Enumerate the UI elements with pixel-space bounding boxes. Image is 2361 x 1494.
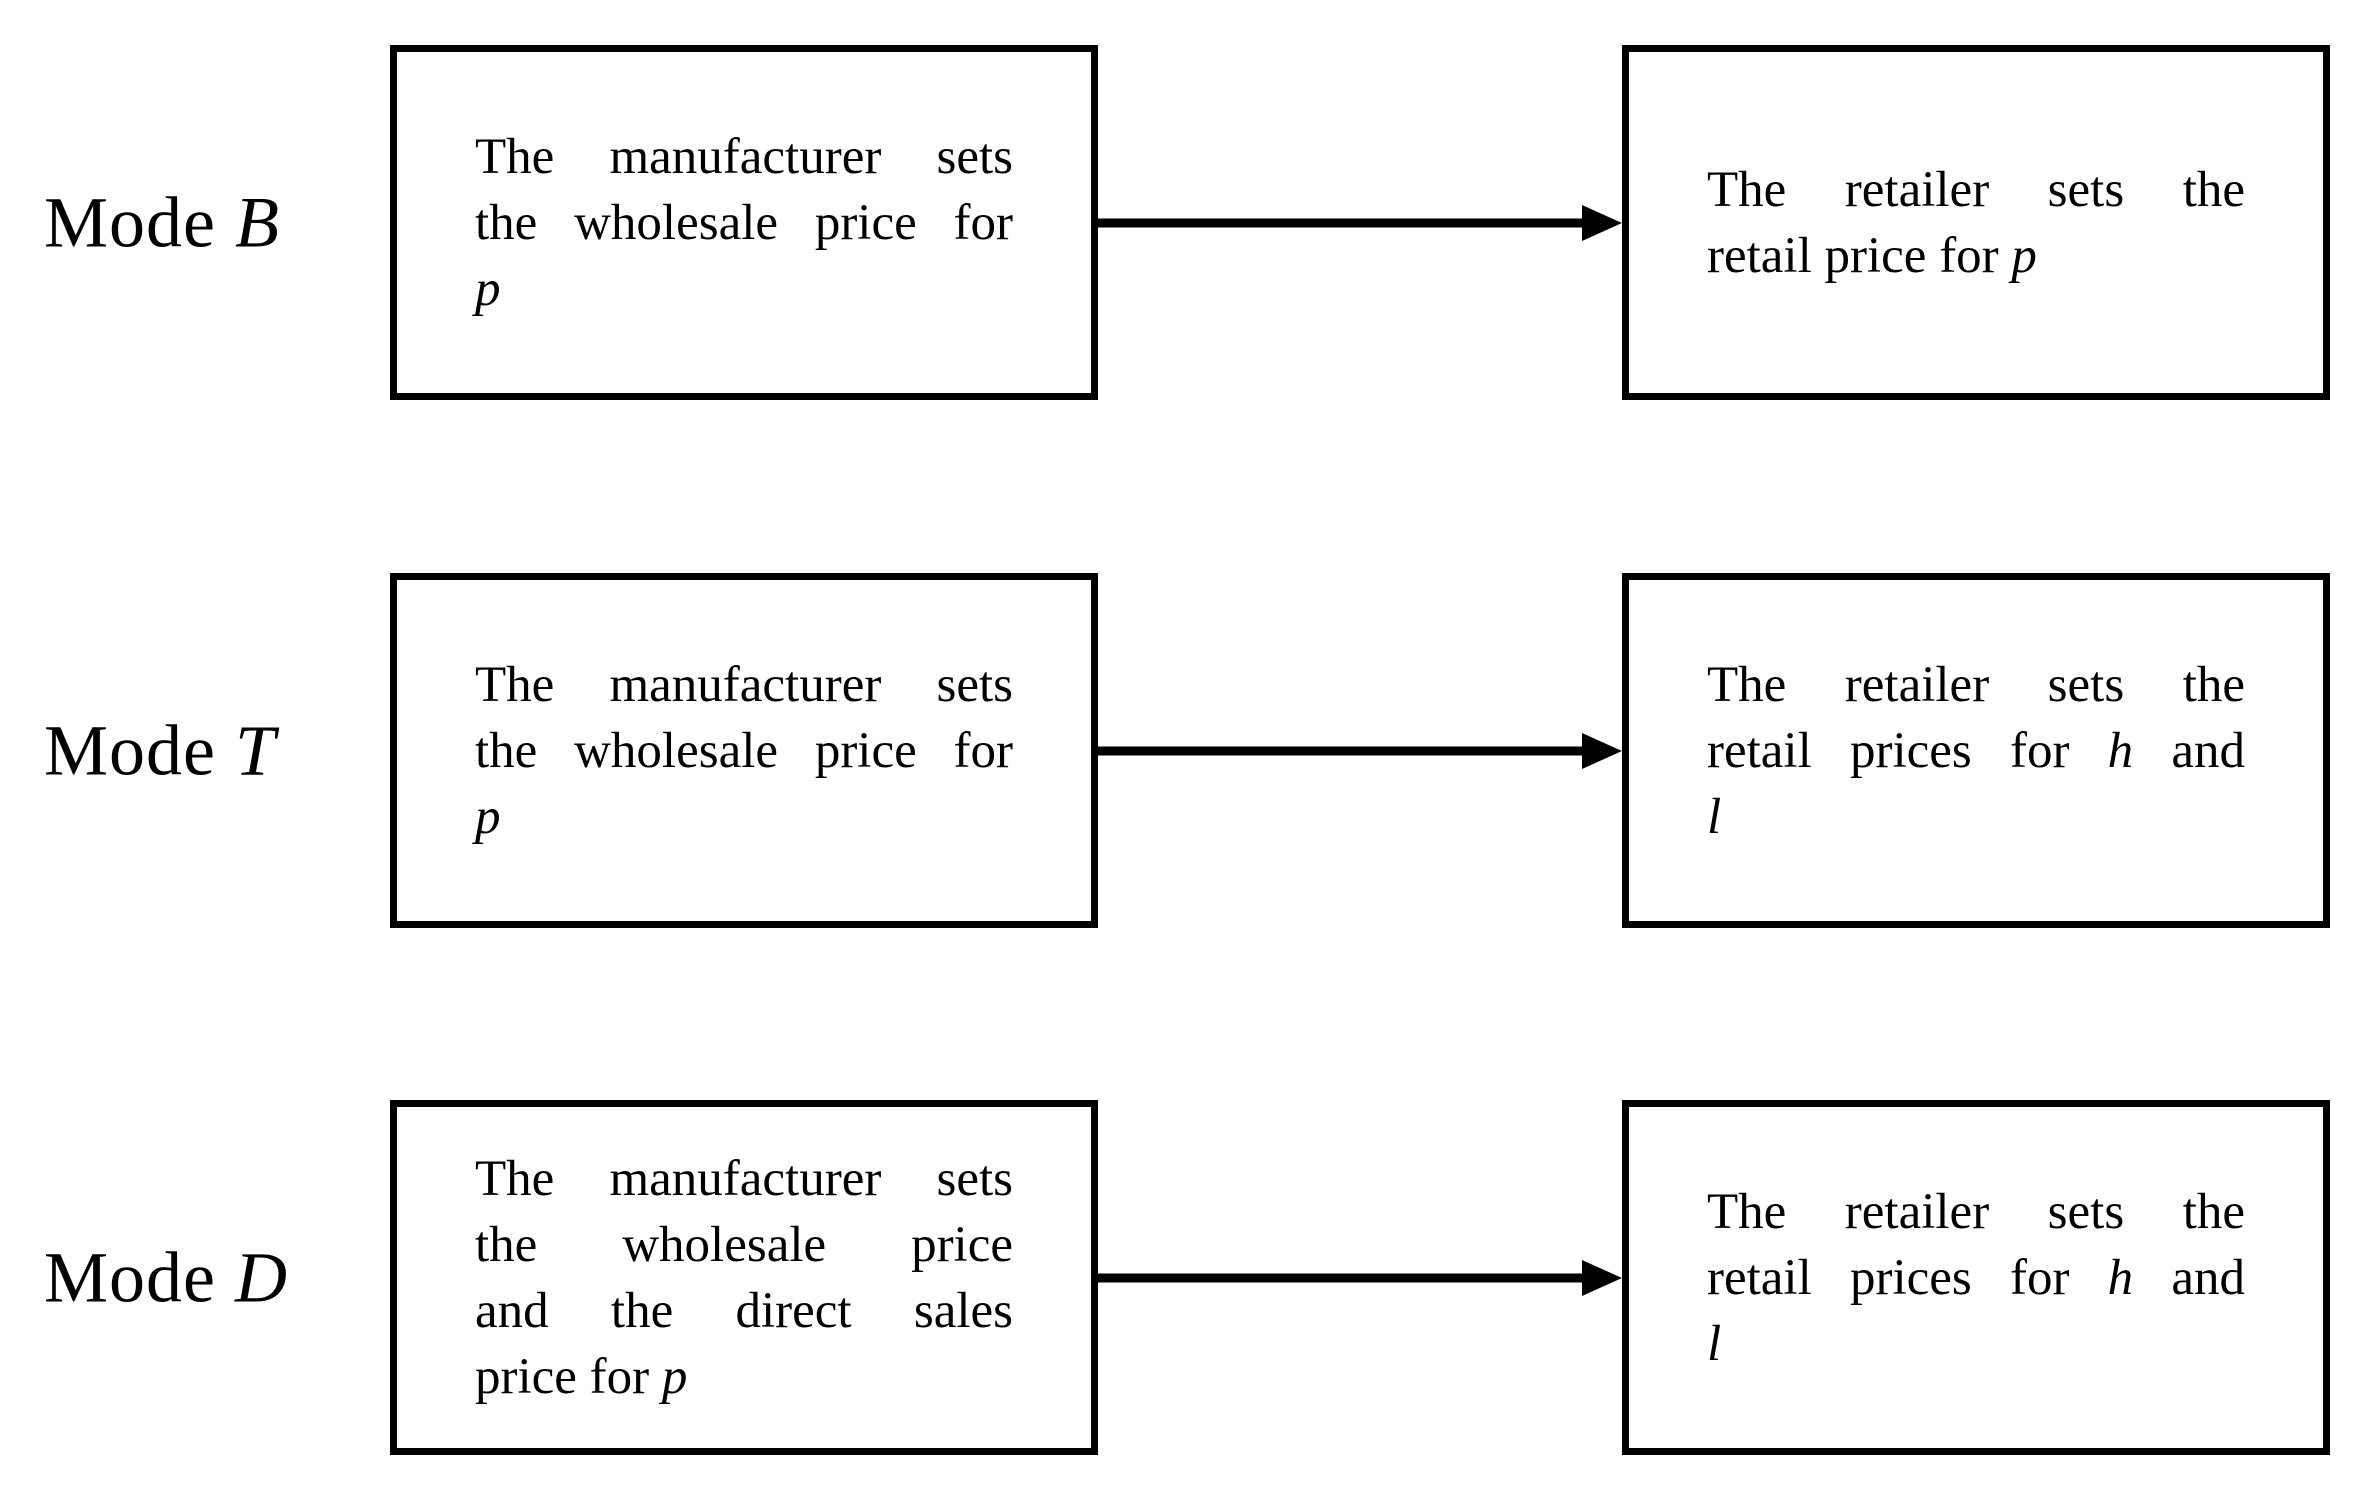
math-variable: h [2107, 1249, 2134, 1306]
text-line: and the direct sales [475, 1282, 1013, 1339]
mode-t-label: Mode T [44, 710, 277, 790]
arrow-shaft [1097, 218, 1592, 227]
mode-t-row: Mode T The manufacturer sets the wholesal… [0, 573, 2361, 928]
text-line: retail prices for h and [1707, 722, 2245, 779]
text-line: p [475, 784, 1013, 850]
math-variable: p [661, 1348, 688, 1405]
text-line: price for p [475, 1348, 688, 1405]
text-line: The retailer sets the [1707, 161, 2245, 218]
text-line: the wholesale price for [475, 722, 1013, 779]
mode-d-retailer-box: The retailer sets the retail prices for h… [1622, 1100, 2330, 1455]
text-line: The manufacturer sets [475, 1150, 1013, 1207]
math-variable: p [475, 260, 501, 317]
mode-b-row: Mode B The manufacturer sets the wholesal… [0, 45, 2361, 400]
math-variable: l [1707, 788, 1722, 845]
mode-d-manufacturer-text: The manufacturer sets the wholesale price… [397, 1146, 1091, 1410]
mode-d-manufacturer-box: The manufacturer sets the wholesale price… [390, 1100, 1098, 1455]
math-variable: p [475, 788, 501, 845]
text-line: The manufacturer sets [475, 128, 1013, 185]
mode-b-manufacturer-text: The manufacturer sets the wholesale price… [397, 124, 1091, 322]
text-line: the wholesale price [475, 1216, 1013, 1273]
mode-t-manufacturer-text: The manufacturer sets the wholesale price… [397, 652, 1091, 850]
arrow-head-icon [1582, 1259, 1622, 1296]
text-line: retail prices for h and [1707, 1249, 2245, 1306]
math-variable: p [2011, 227, 2037, 284]
mode-b-retailer-box: The retailer sets the retail price for p [1622, 45, 2330, 400]
mode-b-manufacturer-box: The manufacturer sets the wholesale price… [390, 45, 1098, 400]
text-line: retail price for p [1707, 227, 2037, 284]
arrow-shaft [1097, 1273, 1592, 1282]
mode-t-retailer-box: The retailer sets the retail prices for h… [1622, 573, 2330, 928]
mode-d-label: Mode D [44, 1237, 288, 1317]
text-line: The retailer sets the [1707, 1183, 2245, 1240]
text-line: the wholesale price for [475, 194, 1013, 251]
text-line: l [1707, 1311, 2245, 1377]
mode-d-retailer-text: The retailer sets the retail prices for h… [1629, 1179, 2323, 1377]
arrow-head-icon [1582, 732, 1622, 769]
arrow-shaft [1097, 746, 1592, 755]
math-variable: h [2107, 722, 2134, 779]
math-variable: l [1707, 1315, 1722, 1372]
text-line: l [1707, 784, 2245, 850]
mode-t-manufacturer-box: The manufacturer sets the wholesale price… [390, 573, 1098, 928]
text-line: The manufacturer sets [475, 656, 1013, 713]
arrow-head-icon [1582, 204, 1622, 241]
math-variable: B [234, 182, 280, 262]
text-line: The retailer sets the [1707, 656, 2245, 713]
math-variable: T [234, 710, 277, 790]
mode-b-label: Mode B [44, 182, 280, 262]
text-line: p [475, 256, 1013, 322]
mode-d-arrow-icon [1097, 1258, 1622, 1298]
math-variable: D [234, 1237, 288, 1317]
mode-d-row: Mode D The manufacturer sets the wholesal… [0, 1100, 2361, 1455]
mode-b-arrow-icon [1097, 203, 1622, 243]
mode-b-retailer-text: The retailer sets the retail price for p [1629, 157, 2323, 289]
mode-t-retailer-text: The retailer sets the retail prices for h… [1629, 652, 2323, 850]
mode-t-arrow-icon [1097, 731, 1622, 771]
